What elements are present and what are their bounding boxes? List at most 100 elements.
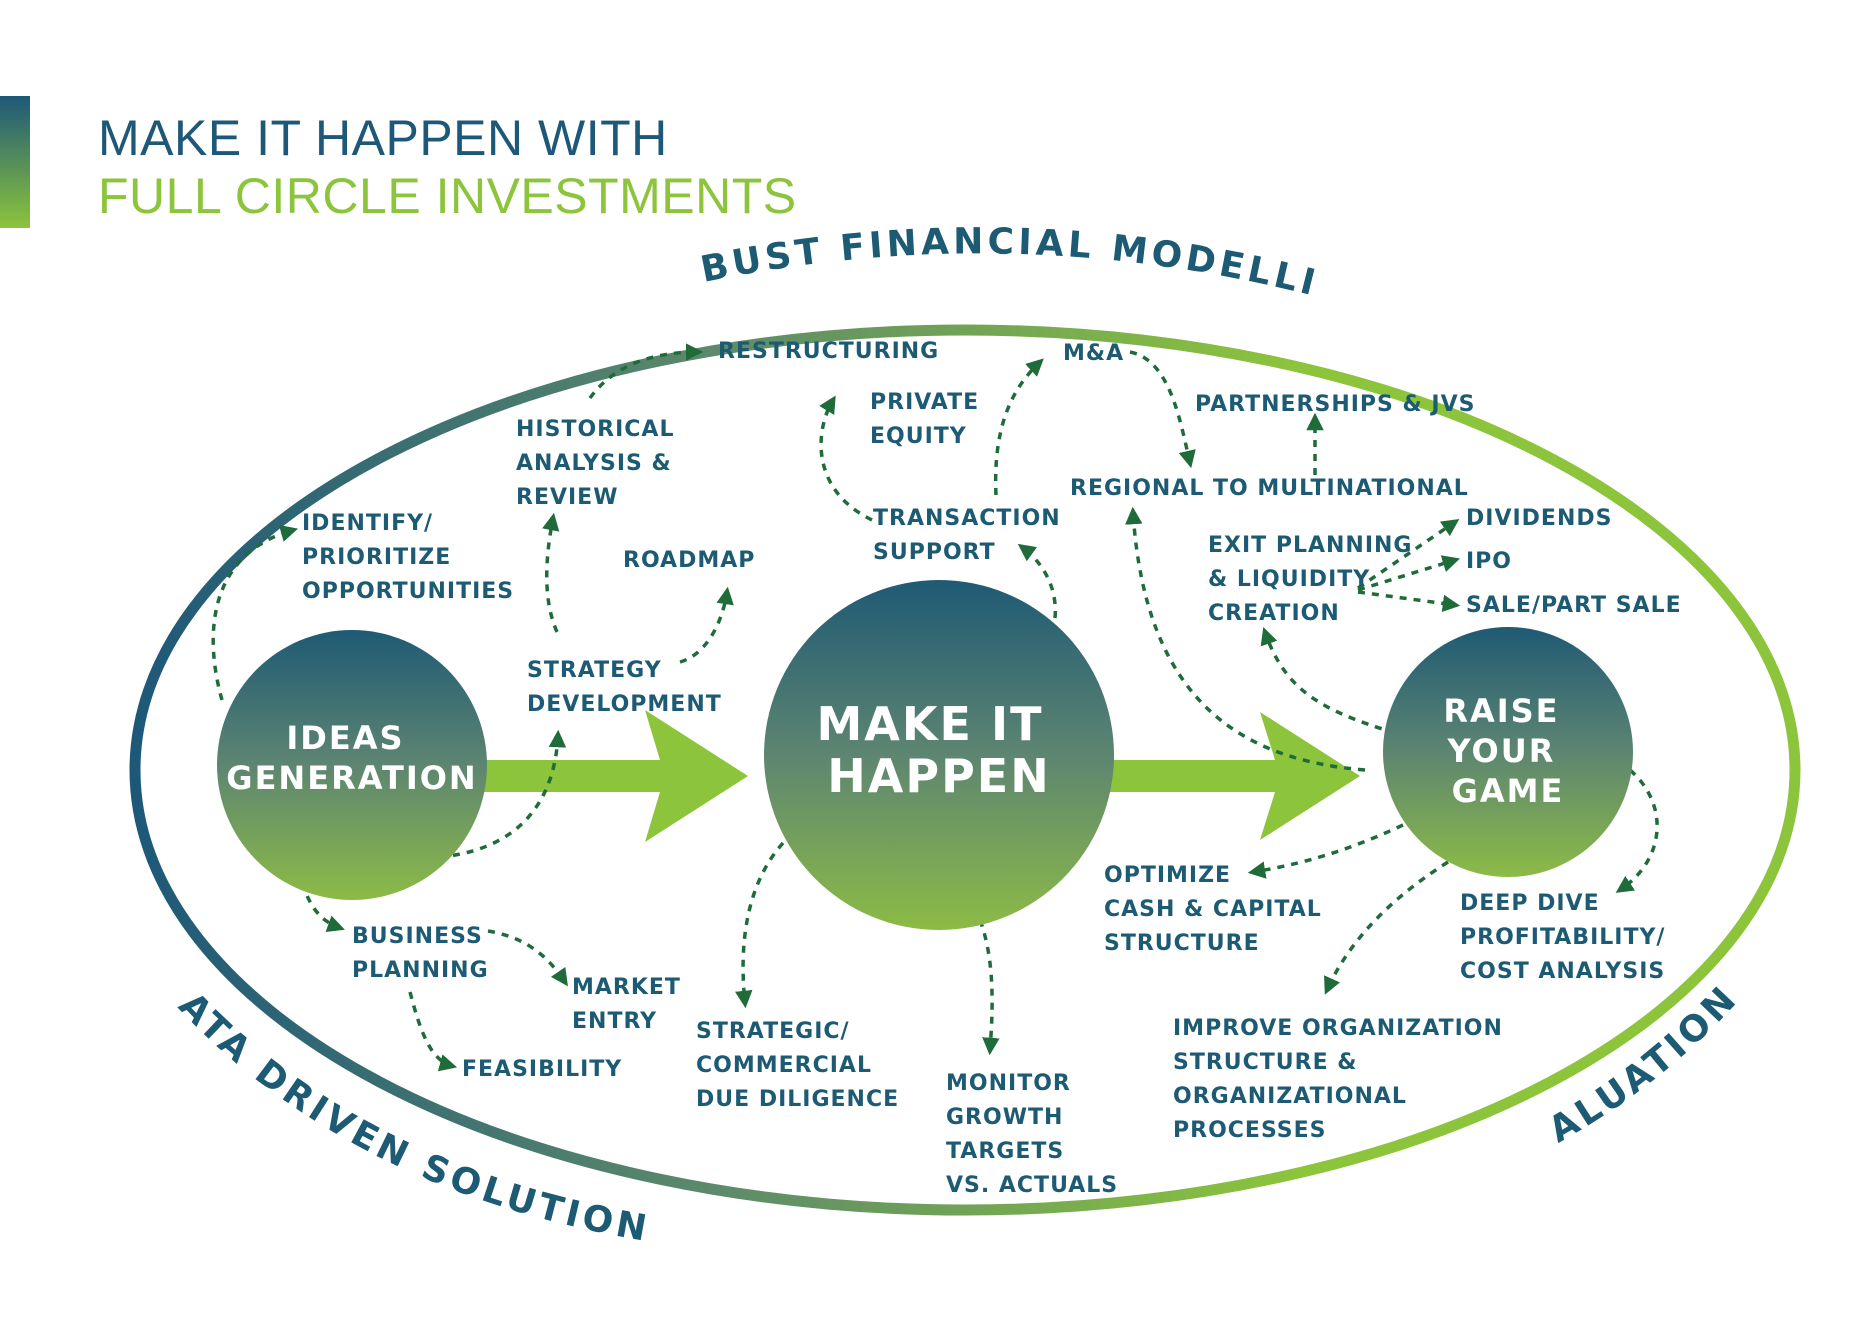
label-ipo: IPO xyxy=(1466,549,1512,574)
ideas-line-2: GENERATION xyxy=(226,759,477,797)
label-exit-line-2: & LIQUIDITY xyxy=(1208,567,1370,592)
make-line-1: MAKE IT xyxy=(817,697,1044,751)
label-deep-dive-line-1: DEEP DIVE xyxy=(1460,891,1600,916)
big-arrow-ideas-to-make xyxy=(480,710,748,842)
label-historical-line-3: REVIEW xyxy=(516,485,618,510)
arrow-to-ipo xyxy=(1357,555,1461,592)
label-improve-line-4: PROCESSES xyxy=(1173,1118,1327,1143)
label-strategic-dd-line-3: DUE DILIGENCE xyxy=(696,1087,899,1112)
label-private-equity-line-2: EQUITY xyxy=(870,424,967,449)
label-monitor-line-3: TARGETS xyxy=(946,1139,1064,1164)
arrow-to-transaction xyxy=(1017,543,1058,619)
ideas-line-1: IDEAS xyxy=(286,719,404,757)
arrow-to-historical xyxy=(542,512,560,633)
label-identify: IDENTIFY/PRIORITIZE OPPORTUNITIES xyxy=(302,511,514,604)
label-business-planning-line-2: PLANNING xyxy=(352,958,489,983)
arrow-to-regional xyxy=(1125,506,1366,772)
label-restructuring: RESTRUCTURING xyxy=(718,339,939,364)
ideas-generation-label: IDEAS GENERATION xyxy=(226,719,477,797)
label-monitor: MONITOR GROWTH TARGETS VS. ACTUALS xyxy=(946,1071,1118,1198)
label-optimize-line-2: CASH & CAPITAL xyxy=(1104,897,1322,922)
label-market-entry-line-1: MARKET xyxy=(572,975,681,1000)
label-ipo-line-1: IPO xyxy=(1466,549,1512,574)
label-historical-line-1: HISTORICAL xyxy=(516,417,674,442)
label-improve-line-1: IMPROVE ORGANIZATION xyxy=(1173,1016,1503,1041)
label-strategic-dd: STRATEGIC/COMMERCIAL DUE DILIGENCE xyxy=(696,1019,899,1112)
label-exit-line-3: CREATION xyxy=(1208,601,1340,626)
title-line-2: FULL CIRCLE INVESTMENTS xyxy=(98,168,797,224)
label-transaction: TRANSACTION SUPPORT xyxy=(873,506,1061,565)
label-partnerships-line-1: PARTNERSHIPS & JVS xyxy=(1195,392,1475,417)
label-deep-dive-line-2: PROFITABILITY/ xyxy=(1460,925,1665,950)
arrow-to-optimize xyxy=(1247,823,1404,879)
arrow-to-monitor xyxy=(978,919,1000,1056)
ring-label-top-text: ROBUST FINANCIAL MODELLING xyxy=(0,0,1319,305)
label-restructuring-line-1: RESTRUCTURING xyxy=(718,339,939,364)
label-partnerships: PARTNERSHIPS & JVS xyxy=(1195,392,1475,417)
label-monitor-line-2: GROWTH xyxy=(946,1105,1063,1130)
label-strategic-dd-line-2: COMMERCIAL xyxy=(696,1053,872,1078)
label-deep-dive: DEEP DIVE PROFITABILITY/COST ANALYSIS xyxy=(1460,891,1665,984)
make-it-happen-circle: MAKE IT HAPPEN xyxy=(764,580,1114,930)
make-line-2: HAPPEN xyxy=(827,749,1050,803)
label-improve-line-2: STRUCTURE & xyxy=(1173,1050,1358,1075)
arrow-ma-to-regional xyxy=(1129,350,1196,469)
raise-your-game-label: RAISE YOUR GAME xyxy=(1443,692,1572,810)
arrow-to-exit xyxy=(1260,627,1396,735)
label-market-entry: MARKET ENTRY xyxy=(572,975,681,1034)
label-market-entry-line-2: ENTRY xyxy=(572,1009,657,1034)
title-accent-bar xyxy=(0,96,30,228)
label-strategy: STRATEGY DEVELOPMENT xyxy=(527,658,722,717)
ring-label-top: ROBUST FINANCIAL MODELLING xyxy=(0,0,1323,305)
arrow-to-improve xyxy=(1324,860,1449,995)
label-monitor-line-4: VS. ACTUALS xyxy=(946,1173,1118,1198)
raise-line-3: GAME xyxy=(1452,772,1565,810)
label-exit: EXIT PLANNING & LIQUIDITY CREATION xyxy=(1208,533,1413,626)
label-monitor-line-1: MONITOR xyxy=(946,1071,1071,1096)
outer-ring xyxy=(129,324,1801,1216)
label-ma-line-1: M&A xyxy=(1063,341,1124,366)
arrow-to-dividends xyxy=(1357,519,1460,590)
label-roadmap-line-1: ROADMAP xyxy=(623,548,755,573)
arrow-to-market-entry xyxy=(487,929,568,987)
label-business-planning-line-1: BUSINESS xyxy=(352,924,483,949)
label-private-equity: PRIVATE EQUITY xyxy=(870,390,979,449)
arrow-to-identify xyxy=(211,524,299,701)
label-strategic-dd-line-1: STRATEGIC/ xyxy=(696,1019,850,1044)
big-arrow-make-to-raise xyxy=(1100,712,1360,840)
ideas-generation-circle: IDEAS GENERATION xyxy=(217,630,487,900)
label-regional: REGIONAL TO MULTINATIONAL xyxy=(1070,476,1469,501)
label-strategy-line-1: STRATEGY xyxy=(527,658,662,683)
label-roadmap: ROADMAP xyxy=(623,548,755,573)
label-feasibility-line-1: FEASIBILITY xyxy=(462,1057,622,1082)
label-feasibility: FEASIBILITY xyxy=(462,1057,622,1082)
label-identify-line-2: PRIORITIZE xyxy=(302,545,451,570)
label-private-equity-line-1: PRIVATE xyxy=(870,390,979,415)
label-ma: M&A xyxy=(1063,341,1124,366)
arrow-to-ma xyxy=(993,358,1044,496)
raise-your-game-circle: RAISE YOUR GAME xyxy=(1383,627,1633,877)
label-strategy-line-2: DEVELOPMENT xyxy=(527,692,722,717)
raise-line-1: RAISE xyxy=(1443,692,1559,730)
arrow-to-strategic-dd xyxy=(735,841,785,1009)
label-deep-dive-line-3: COST ANALYSIS xyxy=(1460,959,1665,984)
arrow-to-roadmap xyxy=(679,586,734,664)
arrow-to-private-equity xyxy=(819,395,873,522)
arrow-to-feasibility xyxy=(408,991,458,1072)
label-regional-line-1: REGIONAL TO MULTINATIONAL xyxy=(1070,476,1469,501)
label-identify-line-1: IDENTIFY/ xyxy=(302,511,433,536)
label-optimize-line-3: STRUCTURE xyxy=(1104,931,1260,956)
label-transaction-line-1: TRANSACTION xyxy=(873,506,1061,531)
label-dividends: DIVIDENDS xyxy=(1466,506,1612,531)
label-identify-line-3: OPPORTUNITIES xyxy=(302,579,514,604)
label-sale: SALE/PART SALE xyxy=(1466,593,1682,618)
label-exit-line-1: EXIT PLANNING xyxy=(1208,533,1413,558)
label-business-planning: BUSINESS PLANNING xyxy=(352,924,489,983)
title-line-1: MAKE IT HAPPEN WITH xyxy=(98,110,668,166)
arrow-to-sale xyxy=(1357,590,1461,613)
label-transaction-line-2: SUPPORT xyxy=(873,540,996,565)
label-optimize-line-1: OPTIMIZE xyxy=(1104,863,1231,888)
